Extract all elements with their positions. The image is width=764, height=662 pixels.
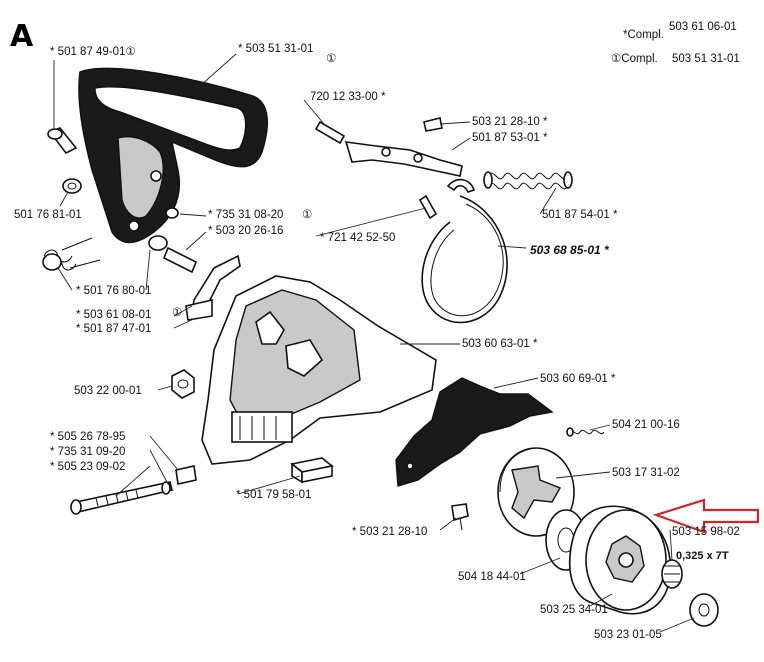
- outer-washer: [689, 593, 719, 627]
- legend-compl-number: 503 61 06-01: [669, 21, 737, 33]
- label-503-22-00-01: 503 22 00-01: [74, 385, 142, 397]
- small-block: [290, 457, 334, 484]
- label-503-15-98-02: 503 15 98-02: [672, 526, 740, 538]
- legend: *Compl. 503 61 06-01 ①Compl. 503 51 31-0…: [611, 21, 740, 65]
- front-handle: [78, 67, 269, 243]
- label-503-21-28-10-a: 503 21 28-10 *: [472, 116, 548, 128]
- section-letter: A: [10, 19, 34, 54]
- handle-nut: [62, 178, 82, 194]
- label-504-21-00-16: 504 21 00-16: [612, 419, 680, 431]
- label-503-23-01-05: 503 23 01-05: [594, 629, 662, 641]
- label-504-18-44-01: 504 18 44-01: [458, 571, 526, 583]
- label-503-21-28-10-b: * 503 21 28-10: [352, 526, 427, 538]
- brake-band: [421, 195, 508, 324]
- label-505-23-09-02: * 505 23 09-02: [50, 461, 125, 473]
- highlight-arrow: [652, 498, 760, 534]
- clutch-drum: [568, 505, 672, 615]
- leader-lines: [53, 53, 695, 633]
- label-503-60-69-01: 503 60 69-01 *: [540, 373, 616, 385]
- label-720-12-33-00: 720 12 33-00 *: [310, 91, 386, 103]
- guard-screw: [451, 503, 469, 531]
- handle-bolt: [47, 127, 78, 155]
- brake-linkage: [314, 117, 476, 193]
- legend-circled-compl-key: ①Compl.: [611, 53, 658, 65]
- chain-guard-plate: [395, 377, 554, 487]
- label-721-42-52-50: * 721 42 52-50: [320, 232, 395, 244]
- clutch-spring: [566, 427, 605, 437]
- label-501-87-47-01: * 501 87 47-01: [76, 323, 151, 335]
- label-sprocket-spec: 0,325 x 7T: [676, 550, 729, 562]
- label-503-17-31-02: 503 17 31-02: [612, 467, 680, 479]
- legend-circled-compl-number: 503 51 31-01: [672, 53, 740, 65]
- label-501-79-58-01: * 501 79 58-01: [236, 489, 311, 501]
- label-503-68-85-01: 503 68 85-01 *: [530, 243, 610, 257]
- cover-nut: [171, 369, 195, 399]
- needle-bearing: [661, 559, 683, 589]
- label-503-25-34-01: 503 25 34-01: [540, 604, 608, 616]
- label-503-60-63-01: 503 60 63-01 *: [462, 338, 538, 350]
- chain-adjuster: [70, 465, 197, 515]
- part-labels: * 501 87 49-01① * 503 51 31-01 ① 720 12 …: [14, 43, 740, 641]
- label-501-87-54-01: 501 87 54-01 *: [542, 209, 618, 221]
- clutch-cover: [201, 275, 437, 465]
- label-503-20-26-16: * 503 20 26-16: [208, 225, 283, 237]
- brake-coil-spring: [483, 171, 573, 190]
- legend-compl-key: *Compl.: [623, 29, 664, 41]
- label-503-51-31-01: * 503 51 31-01: [238, 43, 313, 55]
- label-735-31-08-20: * 735 31 08-20: [208, 209, 283, 221]
- label-circled-1-b: ①: [302, 209, 312, 221]
- torsion-spring: [42, 237, 101, 271]
- label-501-87-53-01: 501 87 53-01 *: [472, 132, 548, 144]
- label-503-61-08-01: * 503 61 08-01: [76, 309, 151, 321]
- label-505-26-78-95: * 505 26 78-95: [50, 431, 125, 443]
- label-501-87-49-01: * 501 87 49-01①: [50, 46, 136, 58]
- label-circled-1-c: ①: [172, 307, 182, 319]
- label-501-76-81-01: 501 76 81-01: [14, 209, 82, 221]
- brake-lever-clip: [185, 254, 241, 321]
- pin: [418, 194, 438, 220]
- label-735-31-09-20: * 735 31 09-20: [50, 446, 125, 458]
- label-501-76-80-01: * 501 76 80-01: [76, 285, 151, 297]
- label-circled-1-a: ①: [326, 53, 336, 65]
- washer-and-screw: [148, 207, 198, 274]
